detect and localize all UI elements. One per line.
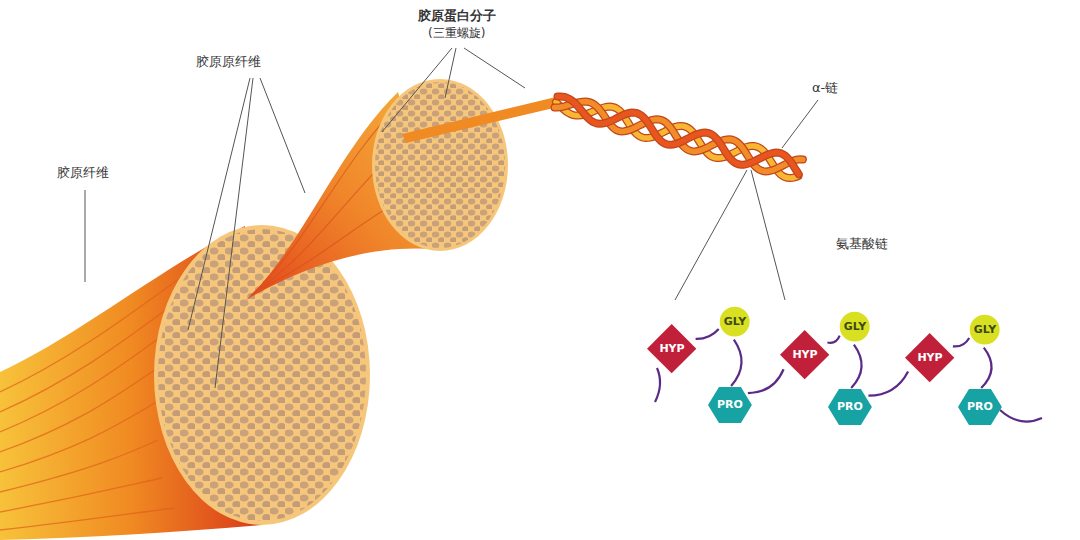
part-label: α-链 (812, 80, 838, 96)
amino-acid-diamond: HYP (780, 330, 829, 379)
part-label: (三重螺旋) (428, 26, 485, 40)
chain-link (981, 348, 991, 388)
chain-link (953, 338, 969, 346)
amino-acid-name: HYP (792, 349, 817, 361)
part-label: 胶原纤维 (57, 165, 109, 181)
chain-link (696, 329, 719, 339)
amino-acid-name: PRO (837, 401, 863, 413)
amino-acid-name: HYP (659, 343, 684, 355)
fibril-cross-section (372, 79, 508, 251)
chain-tail (1000, 410, 1042, 422)
chain-link (748, 369, 784, 393)
fibril-dots (158, 229, 366, 521)
amino-acid-hexagon: PRO (958, 389, 1002, 425)
alpha-chain (555, 102, 803, 172)
amino-acid-diamond-fill (905, 333, 954, 382)
amino-acid-hexagon-fill (958, 389, 1002, 425)
amino-acid-circle-fill (719, 306, 750, 337)
chain-tail (655, 368, 660, 402)
amino-acid-name: GLY (724, 316, 746, 328)
amino-acid-name: PRO (717, 399, 743, 411)
amino-acid-hexagon: PRO (708, 387, 752, 423)
chain-link (868, 371, 908, 395)
amino-acid-circle: GLY (968, 313, 1001, 346)
helix-strand-outline (555, 102, 803, 172)
amino-acid-hexagon: PRO (828, 389, 872, 425)
amino-acid-circle-fill (839, 311, 870, 342)
amino-acid-circle: GLY (718, 305, 751, 338)
chain-link (851, 345, 861, 388)
alpha-chain (558, 97, 799, 175)
amino-acid-name: PRO (967, 401, 993, 413)
amino-acid-name: GLY (844, 321, 866, 333)
amino-acid-diamond-fill (647, 324, 696, 373)
amino-acid-diamond: HYP (905, 333, 954, 382)
amino-acid-diamond-fill (780, 330, 829, 379)
helix-strand-outline (558, 97, 799, 175)
part-label: 胶原蛋白分子 (418, 8, 496, 24)
amino-acid-circle: GLY (838, 310, 871, 343)
amino-acid-hexagon-fill (828, 389, 872, 425)
molecule-rod (402, 97, 558, 143)
fiber-cross-section (154, 225, 370, 525)
triple-helix (555, 97, 803, 179)
molecule-dots (375, 82, 505, 248)
leader-lines (85, 48, 818, 388)
amino-acid-diamond: HYP (647, 324, 696, 373)
chain-link (731, 340, 741, 386)
amino-acid-circle-fill (969, 314, 1000, 345)
amino-acid-name: GLY (974, 324, 996, 336)
amino-acid-name: HYP (917, 352, 942, 364)
chain-link (827, 336, 839, 343)
part-label: 胶原原纤维 (196, 54, 261, 70)
part-label: 氨基酸链 (836, 236, 888, 252)
amino-acid-hexagon-fill (708, 387, 752, 423)
